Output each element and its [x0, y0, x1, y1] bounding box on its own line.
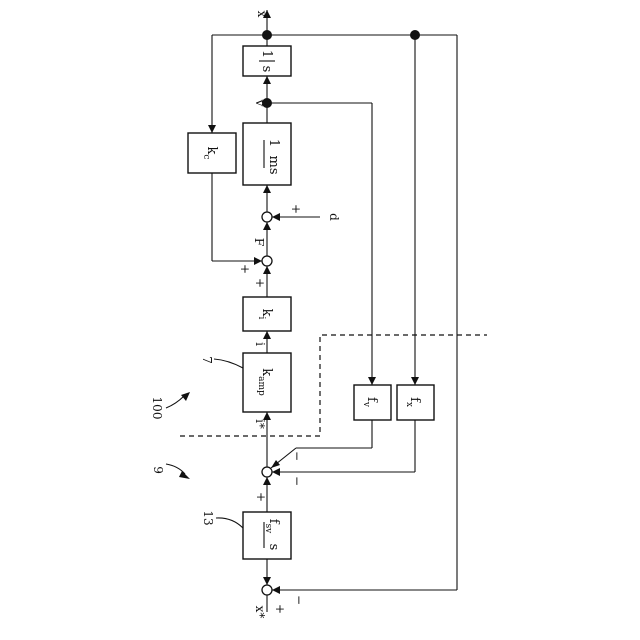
arrow-into-kc: [208, 125, 216, 133]
ref-13: 13: [201, 510, 215, 525]
ref-100: 100: [150, 397, 164, 420]
arrow-kc-into-sum3: [254, 257, 262, 265]
plant-denominator: ms: [266, 156, 281, 175]
dashed-boundary: [180, 335, 487, 436]
block-integrator: 1 s: [243, 46, 291, 76]
reference-numerals: 100 9 7 13: [150, 356, 243, 528]
label-i: i: [253, 342, 267, 346]
fv-subscript: v: [361, 401, 371, 408]
arrow-into-fx: [411, 377, 419, 385]
label-v: v: [253, 99, 267, 107]
plant-numerator: 1: [266, 139, 281, 147]
arrow-into-fv: [368, 377, 376, 385]
leader-100-arrow: [181, 392, 190, 401]
sign-fv-minus: −: [290, 451, 304, 461]
sum-point-current-command: [262, 467, 272, 477]
integrator-numerator: 1: [259, 50, 274, 58]
label-d: d: [327, 213, 341, 221]
junction-x-to-fx: [410, 30, 420, 40]
sign-F-plus: +: [253, 278, 267, 288]
sum-point-disturbance: [262, 212, 272, 222]
arrow-into-sum2: [263, 477, 271, 485]
sign-d-plus: +: [289, 204, 303, 214]
arrow-into-sum4: [263, 222, 271, 230]
arrow-into-sum1: [263, 577, 271, 585]
kamp-subscript: amp: [256, 376, 266, 396]
arrowheads: [208, 10, 419, 594]
ki-subscript: i: [256, 317, 266, 320]
block-plant: 1 ms: [243, 123, 291, 185]
ki-base: k: [259, 309, 274, 317]
arrow-fx-into-sum2: [272, 468, 280, 476]
fsv-denominator: s: [266, 544, 281, 551]
arrow-into-ki: [263, 331, 271, 339]
kc-base: k: [204, 147, 219, 155]
block-fv: fv: [354, 385, 391, 420]
ref-7: 7: [200, 356, 214, 364]
arrow-feedback-into-sum1: [272, 586, 280, 594]
arrow-into-integrator: [263, 76, 271, 84]
sign-fx-minus: −: [290, 476, 304, 486]
block-fx: fx: [397, 385, 434, 420]
label-x-star: x*: [253, 606, 267, 619]
block-ki: ki: [243, 297, 291, 331]
leader-9-arrow: [179, 471, 190, 479]
junction-x-output: [262, 30, 272, 40]
sign-feedback-minus: −: [292, 595, 306, 605]
sum-point-force: [262, 256, 272, 266]
sign-kc-plus: +: [238, 264, 252, 274]
arrow-d-into-sum4: [272, 213, 280, 221]
block-kc: kc: [188, 133, 236, 173]
sign-fsv-plus: +: [254, 492, 268, 502]
block-kamp: kamp: [243, 353, 291, 412]
ref-9: 9: [151, 466, 165, 474]
label-x: x: [255, 11, 269, 18]
sign-xstar-plus: +: [273, 604, 287, 614]
leader-13: [216, 518, 243, 528]
leader-7: [214, 359, 243, 368]
integrator-denominator: s: [259, 66, 274, 73]
arrow-into-sum3: [263, 266, 271, 274]
sum-point-position-error: [262, 585, 272, 595]
label-F: F: [252, 238, 266, 246]
label-i-star: i*: [253, 419, 267, 429]
fx-subscript: x: [404, 402, 414, 407]
arrow-into-plant: [263, 185, 271, 193]
kamp-base: k: [259, 368, 274, 376]
block-fsv: fsv s: [243, 512, 291, 559]
kc-subscript: c: [201, 154, 211, 159]
leader-100: [166, 396, 184, 408]
